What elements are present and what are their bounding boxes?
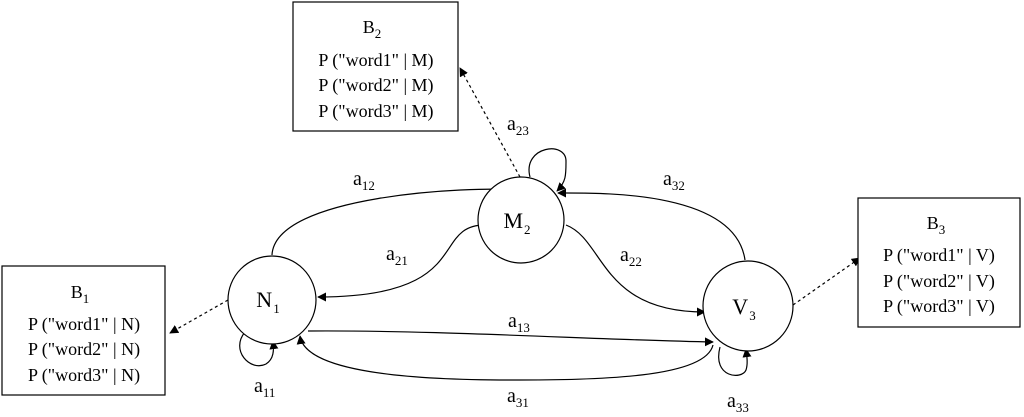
emission-probability-row: P ("word2" | N): [28, 339, 140, 360]
self-loop-a22: [528, 148, 567, 192]
state-label-n: N1: [256, 287, 279, 316]
transition-label-a33: a33: [727, 390, 749, 415]
transition-label-a21: a21: [386, 243, 408, 268]
transition-arrow-a13: [307, 330, 714, 347]
emission-box-title: B2: [363, 17, 382, 41]
transition-label-a11: a11: [254, 375, 275, 400]
emission-link-v-b3: [792, 257, 861, 306]
transition-arrow-a23: [565, 224, 706, 317]
self-loop-a11: [239, 331, 279, 367]
state-node-m: M2: [477, 176, 565, 264]
transition-arrow-a32: [557, 188, 746, 261]
state-label-m: M2: [503, 208, 530, 237]
transition-label-a31: a31: [507, 385, 529, 410]
transition-label-a32: a32: [663, 168, 685, 193]
emission-probability-row: P ("word2" | M): [318, 75, 433, 96]
state-label-v: V3: [732, 294, 755, 323]
emission-probability-row: P ("word2" | V): [883, 271, 995, 292]
emission-box-title: B1: [71, 282, 90, 306]
emission-probability-row: P ("word1" | M): [318, 50, 433, 71]
emission-box-title: B3: [927, 213, 946, 237]
emission-link-n-b1: [169, 299, 229, 334]
emission-box-b2: B2 P ("word1" | M) P ("word2" | M) P ("w…: [292, 1, 459, 132]
transition-arrow-a31: [296, 335, 714, 381]
emission-probability-row: P ("word3" | M): [318, 101, 433, 122]
transition-label-a23: a22: [620, 244, 642, 269]
emission-probability-row: P ("word1" | V): [883, 245, 995, 266]
transition-label-a12: a12: [353, 168, 375, 193]
emission-probability-row: P ("word3" | N): [28, 365, 140, 386]
transition-arrow-a21: [317, 224, 486, 302]
state-node-n: N1: [227, 255, 317, 345]
emission-probability-row: P ("word1" | N): [28, 314, 140, 335]
emission-box-b1: B1 P ("word1" | N) P ("word2" | N) P ("w…: [1, 265, 166, 396]
self-loop-a33: [718, 346, 752, 376]
transition-label-a22: a23: [507, 113, 529, 138]
emission-link-m-b2: [459, 67, 521, 178]
emission-probability-row: P ("word3" | V): [883, 296, 995, 317]
emission-box-b3: B3 P ("word1" | V) P ("word2" | V) P ("w…: [857, 197, 1021, 328]
state-node-v: V3: [702, 260, 794, 352]
transition-label-a13: a13: [508, 310, 530, 335]
